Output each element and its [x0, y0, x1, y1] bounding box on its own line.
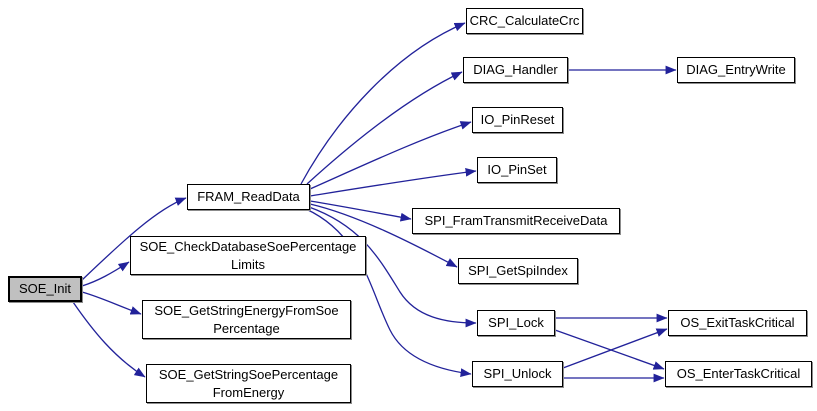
edge-soe-init-fram-readdata [81, 197, 187, 281]
node-io-pinset[interactable]: IO_PinSet [477, 157, 557, 183]
edge-spi-lock-os-entertaskcritical [554, 329, 665, 370]
node-diag-handler[interactable]: DIAG_Handler [463, 57, 568, 83]
node-os-exittaskcritical[interactable]: OS_ExitTaskCritical [668, 310, 807, 336]
edge-soe-init-soe-checkdatabase [81, 261, 130, 287]
node-os-entertaskcritical[interactable]: OS_EnterTaskCritical [665, 361, 812, 387]
edge-fram-diag-handler [306, 71, 463, 185]
node-spi-getspiindex[interactable]: SPI_GetSpiIndex [458, 258, 578, 284]
edge-fram-spi-getspiindex [309, 203, 458, 268]
edge-fram-io-pinset [309, 167, 477, 197]
node-spi-framtransmitreceivedata[interactable]: SPI_FramTransmitReceiveData [412, 208, 620, 234]
edge-soe-init-soe-getstringenergy [81, 291, 142, 315]
node-spi-lock[interactable]: SPI_Lock [477, 310, 555, 336]
node-io-pinreset[interactable]: IO_PinReset [472, 107, 563, 133]
edge-spi-unlock-os-exittaskcritical [562, 328, 668, 369]
node-spi-unlock[interactable]: SPI_Unlock [472, 361, 563, 387]
node-soe-init[interactable]: SOE_Init [8, 276, 82, 302]
edge-fram-io-pinreset [309, 121, 472, 190]
node-diag-entrywrite[interactable]: DIAG_EntryWrite [677, 57, 795, 83]
node-soe-getstringsoepercentagefromenergy[interactable]: SOE_GetStringSoePercentage FromEnergy [146, 364, 351, 403]
edge-soe-init-soe-getstringsoe [72, 301, 146, 378]
edge-fram-spi-lock [308, 206, 477, 328]
node-soe-getstringenergyfromsoepercentage[interactable]: SOE_GetStringEnergyFromSoe Percentage [142, 300, 351, 339]
edge-fram-crc-calculatecrc [300, 22, 466, 185]
node-crc-calculatecrc[interactable]: CRC_CalculateCrc [466, 8, 583, 34]
edge-fram-spi-framtransmitreceivedata [309, 200, 412, 222]
node-soe-checkdatabasesoepercentagelimits[interactable]: SOE_CheckDatabaseSoePercentage Limits [130, 236, 366, 275]
node-fram-readdata[interactable]: FRAM_ReadData [187, 184, 310, 210]
